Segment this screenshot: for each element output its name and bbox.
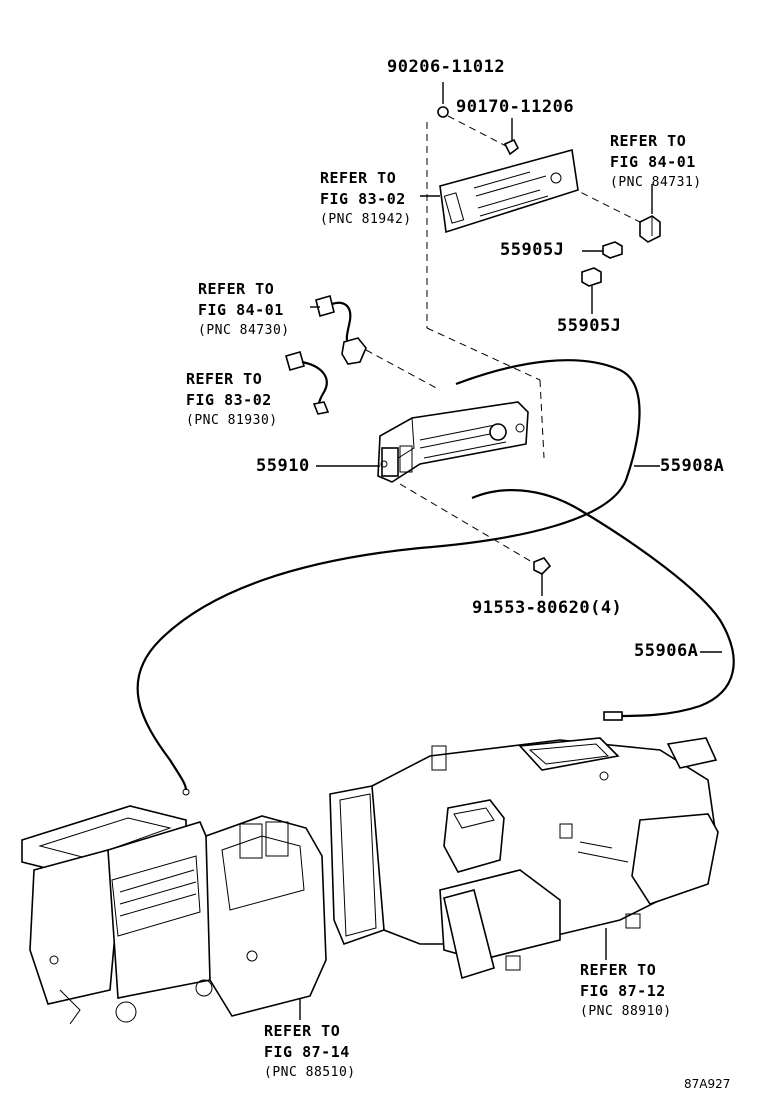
ref-top-mid-line3: (PNC 81942) [320,212,412,227]
ref-left-upper-line3: (PNC 84730) [198,323,290,338]
part-label-55905j-lower: 55905J [557,316,622,336]
ref-top-mid-line2: FIG 83-02 [320,190,406,208]
part-label-55910: 55910 [256,456,310,476]
ref-top-right-line2: FIG 84-01 [610,153,696,171]
heater-control-assembly [377,401,529,483]
ref-left-lower-line1: REFER TO [186,370,263,388]
ref-bottom-left-line2: FIG 87-14 [264,1043,350,1061]
part-label-55908a: 55908A [660,456,725,476]
ref-label-left-lower: REFER TO FIG 83-02 (PNC 81930) [186,369,278,431]
ref-left-upper-line2: FIG 84-01 [198,301,284,319]
ref-label-bottom-right: REFER TO FIG 87-12 (PNC 88910) [580,960,672,1022]
assembly-lines-middle [365,349,545,563]
control-panel-plate [439,148,579,234]
heater-unit-88510 [21,805,327,1025]
part-label-90206: 90206-11012 [387,57,506,77]
knob-55905j-upper [582,241,623,259]
ref-bottom-right-line1: REFER TO [580,961,657,979]
part-label-91553: 91553-80620(4) [472,598,623,618]
duct-unit-88910 [329,737,719,980]
ref-top-mid-line1: REFER TO [320,169,397,187]
ref-bottom-left-line3: (PNC 88510) [264,1065,356,1080]
ref-left-upper-line1: REFER TO [198,280,275,298]
ref-left-lower-line2: FIG 83-02 [186,391,272,409]
leader-lines [299,184,722,1020]
ref-label-top-right: REFER TO FIG 84-01 (PNC 84731) [610,131,702,193]
clip-90206 [437,82,449,118]
ref-top-right-line3: (PNC 84731) [610,175,702,190]
cable-55908a [136,359,641,796]
ref-label-left-upper: REFER TO FIG 84-01 (PNC 84730) [198,279,290,341]
part-label-90170: 90170-11206 [456,97,575,117]
ref-label-bottom-left: REFER TO FIG 87-14 (PNC 88510) [264,1021,356,1083]
harness-81930 [285,351,330,415]
ref-bottom-right-line3: (PNC 88910) [580,1004,672,1019]
ref-label-top-mid: REFER TO FIG 83-02 (PNC 81942) [320,168,412,230]
ref-bottom-left-line1: REFER TO [264,1022,341,1040]
part-label-55906a: 55906A [634,641,699,661]
part-label-55905j-upper: 55905J [500,240,565,260]
ref-bottom-right-line2: FIG 87-12 [580,982,666,1000]
harness-84730 [310,295,367,365]
knob-84731 [639,215,661,243]
knob-55905j-lower [581,267,602,314]
screw-90170 [503,118,520,156]
illustration-code: 87A927 [684,1077,731,1091]
screw-91553 [533,557,552,596]
ref-left-lower-line3: (PNC 81930) [186,413,278,428]
cable-55906a [471,489,735,721]
ref-top-right-line1: REFER TO [610,132,687,150]
